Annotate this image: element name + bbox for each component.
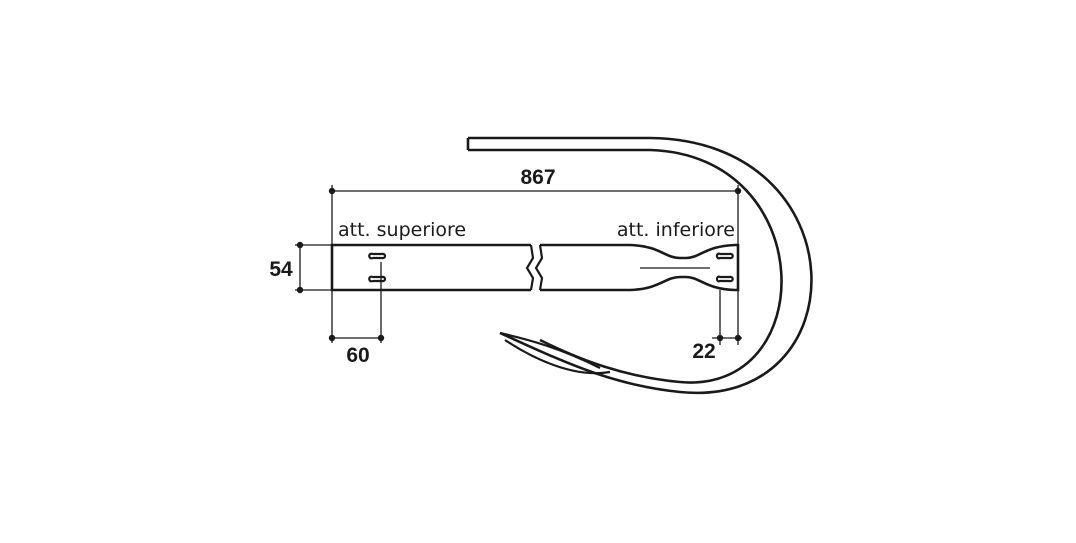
dimension-top-hole-offset-value: 60: [346, 344, 369, 367]
curved-tine-profile: [466, 136, 813, 395]
keyhole-slot-lower-left: [368, 275, 387, 283]
keyhole-slot-lower-right: [715, 275, 734, 283]
tine-twist-lower: [504, 339, 611, 375]
dimension-bottom-hole-offset: 22: [692, 290, 742, 363]
dimension-width-value: 54: [269, 258, 293, 281]
label-upper-attachment: att. superiore: [338, 219, 466, 241]
dimension-total-length: 867: [328, 166, 742, 245]
tine-inner-curve: [468, 148, 783, 384]
tine-outer-curve: [468, 136, 813, 395]
keyhole-slot-upper-left: [368, 252, 387, 260]
dimension-total-length-value: 867: [520, 166, 555, 189]
dimension-bottom-hole-offset-value: 22: [692, 340, 715, 363]
break-symbol: [525, 244, 544, 291]
flat-strip: [330, 243, 740, 292]
dimension-top-hole-offset: 60: [328, 262, 385, 367]
tine-twist-upper: [499, 331, 601, 369]
keyhole-slot-upper-right: [715, 252, 734, 260]
dimension-width: 54: [269, 241, 332, 294]
strip-left-segment: [330, 243, 531, 292]
strip-right-segment: [540, 243, 740, 292]
label-lower-attachment: att. inferiore: [617, 219, 735, 241]
